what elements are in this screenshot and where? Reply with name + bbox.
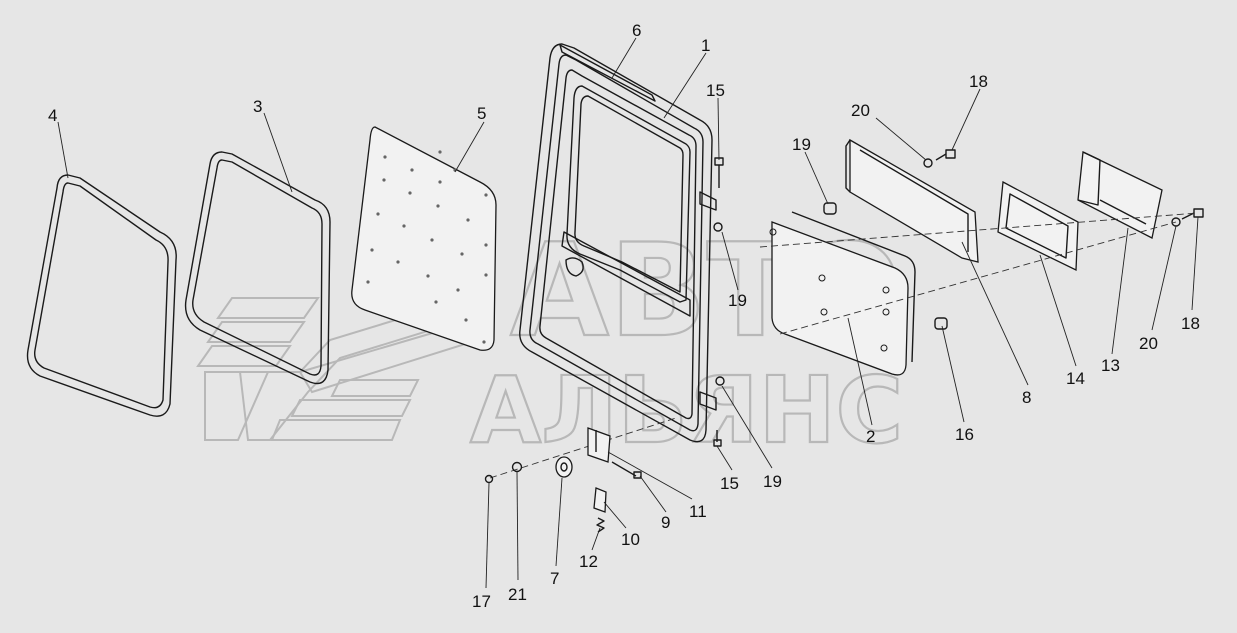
callout-18-right: 18 xyxy=(1181,314,1200,333)
callout-5: 5 xyxy=(477,104,486,123)
callout-15-upper: 15 xyxy=(706,81,725,100)
callout-6: 6 xyxy=(632,21,641,40)
callout-10: 10 xyxy=(621,530,640,549)
part-1-door-frame xyxy=(519,43,717,443)
callout-7: 7 xyxy=(550,569,559,588)
callout-13: 13 xyxy=(1101,356,1120,375)
callout-2: 2 xyxy=(866,427,875,446)
part-13-cover xyxy=(1077,151,1163,239)
callout-19-lower: 19 xyxy=(763,472,782,491)
callout-labels: 4 3 5 6 1 15 19 20 18 19 2 16 8 14 13 20… xyxy=(48,21,1200,611)
part-19-nut-upper xyxy=(713,222,723,232)
part-3-gasket-frame xyxy=(184,151,331,385)
part-15-bolt-upper xyxy=(714,157,724,188)
callout-12: 12 xyxy=(579,552,598,571)
callout-1: 1 xyxy=(701,36,710,55)
callout-21: 21 xyxy=(508,585,527,604)
callout-20-top: 20 xyxy=(851,101,870,120)
assembly-axis-upper xyxy=(759,212,1199,248)
watermark-line2: АЛЬЯНС xyxy=(470,357,903,464)
callout-9: 9 xyxy=(661,513,670,532)
part-16-spacer xyxy=(934,317,948,330)
callout-16: 16 xyxy=(955,425,974,444)
part-5-glass-pane xyxy=(351,126,497,351)
part-14-frame xyxy=(997,180,1079,272)
part-6-weather-strip xyxy=(559,44,656,102)
part-21-washer xyxy=(511,461,523,473)
assembly-axis-lower xyxy=(779,221,1177,335)
part-12-spring xyxy=(596,517,605,533)
callout-17: 17 xyxy=(472,592,491,611)
callout-3: 3 xyxy=(253,97,262,116)
part-4-seal-frame xyxy=(26,174,177,417)
callout-19-mid: 19 xyxy=(728,291,747,310)
part-19-nut-lower xyxy=(715,376,725,386)
callout-14: 14 xyxy=(1066,369,1085,388)
callout-18-top: 18 xyxy=(969,72,988,91)
callout-20-right: 20 xyxy=(1139,334,1158,353)
part-11-hinge xyxy=(587,427,611,463)
part-8-bracket xyxy=(845,138,979,263)
part-20-washer-top xyxy=(923,158,933,168)
part-9-screw xyxy=(611,461,642,479)
part-10-latch xyxy=(593,487,607,513)
part-18-screw-right xyxy=(1181,208,1204,220)
callout-8: 8 xyxy=(1022,388,1031,407)
callout-19-spacer: 19 xyxy=(792,135,811,154)
part-18-screw-top xyxy=(935,149,956,161)
part-19-spacer xyxy=(823,202,837,215)
callout-11: 11 xyxy=(689,502,707,521)
callout-4: 4 xyxy=(48,106,57,125)
part-2-door-panel xyxy=(769,211,916,376)
part-17-screw xyxy=(484,474,494,484)
leader-lines xyxy=(57,37,1199,589)
part-7-roller xyxy=(555,456,573,478)
callout-15-lower: 15 xyxy=(720,474,739,493)
